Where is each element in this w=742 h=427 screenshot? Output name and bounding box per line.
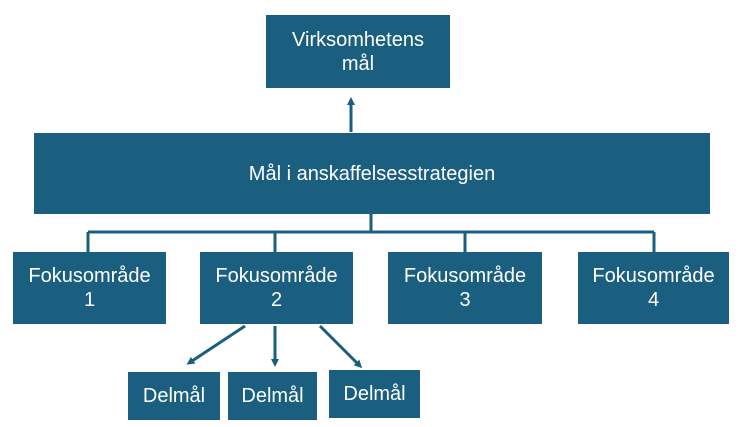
strategy-goal-box: Mål i anskaffelsesstrategien <box>34 133 710 214</box>
sub-goal-1-box: Delmål <box>128 372 220 420</box>
focus-area-4-line1: Fokusområde <box>592 265 715 287</box>
sub-goal-3-label: Delmål <box>343 383 406 405</box>
top-goal-box: Virksomhetens mål <box>266 15 450 88</box>
focus-area-2-line1: Fokusområde <box>215 265 338 287</box>
strategy-goal-label: Mål i anskaffelsesstrategien <box>248 162 496 185</box>
arrow-to-subgoal-3 <box>318 324 363 369</box>
focus-area-1-line1: Fokusområde <box>28 265 151 287</box>
tree-connector <box>86 214 656 252</box>
focus-area-3-box: Fokusområde 3 <box>388 252 542 324</box>
sub-goal-2-label: Delmål <box>241 385 304 407</box>
top-goal-line1: Virksomhetens <box>292 28 424 51</box>
sub-goal-2-box: Delmål <box>228 372 317 420</box>
arrow-to-subgoal-1 <box>186 324 246 365</box>
focus-area-1-line2: 1 <box>83 289 96 311</box>
focus-area-4-box: Fokusområde 4 <box>578 252 729 324</box>
focus-area-2-line2: 2 <box>270 289 283 311</box>
focus-area-3-line2: 3 <box>459 289 471 311</box>
sub-goal-3-box: Delmål <box>329 370 420 418</box>
focus-area-4-line2: 4 <box>647 289 660 311</box>
top-goal-line2: mål <box>341 52 375 75</box>
focus-area-3-line1: Fokusområde <box>403 265 527 287</box>
sub-goal-1-label: Delmål <box>142 385 206 407</box>
focus-area-1-box: Fokusområde 1 <box>13 252 166 324</box>
focus-area-2-box: Fokusområde 2 <box>200 252 353 324</box>
